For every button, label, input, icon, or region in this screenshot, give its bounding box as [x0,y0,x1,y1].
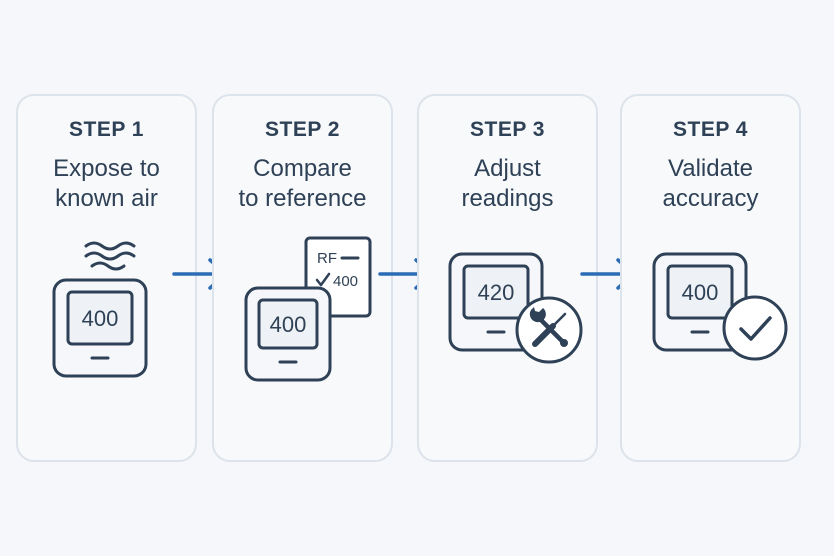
step-title-line-2: to reference [238,185,367,212]
step-2-illustration: RF 400 400 [244,236,372,382]
step-card-2: STEP 2 Compare to reference RF 400 400 [212,94,393,462]
reference-label: RF [317,250,337,267]
step-title: Compare to reference [214,154,391,214]
step-card-1: STEP 1 Expose to known air 400 [16,94,197,462]
step-3-illustration: 420 [448,252,583,364]
sensor-device: 400 [52,278,148,378]
device-reading: 420 [478,280,515,305]
step-title-line-1: Validate [668,155,753,182]
step-card-4: STEP 4 Validate accuracy 400 [620,94,801,462]
device-reading: 400 [82,306,119,331]
step-label: STEP 1 [69,118,144,141]
step-1-illustration: 400 [52,241,148,378]
step-title: Adjust readings [419,154,596,214]
step-title-line-2: known air [55,185,158,212]
step-title-line-2: accuracy [662,185,759,212]
step-4-illustration: 400 [652,252,788,361]
step-title-line-2: readings [461,185,554,212]
step-card-3: STEP 3 Adjust readings 420 [417,94,598,462]
checkmark-icon [722,295,788,361]
step-label: STEP 3 [470,118,545,141]
step-label: STEP 4 [673,118,748,141]
sensor-device: 400 [244,286,332,382]
step-title-line-1: Compare [253,155,352,182]
step-title-line-1: Adjust [474,155,541,182]
air-waves-icon [84,241,136,271]
reference-value: 400 [333,273,358,290]
step-label: STEP 2 [265,118,340,141]
step-title: Expose to known air [18,154,195,214]
device-reading: 400 [270,312,307,337]
step-title-line-1: Expose to [53,155,160,182]
step-title: Validate accuracy [622,154,799,214]
device-reading: 400 [682,280,719,305]
tools-icon [515,296,583,364]
